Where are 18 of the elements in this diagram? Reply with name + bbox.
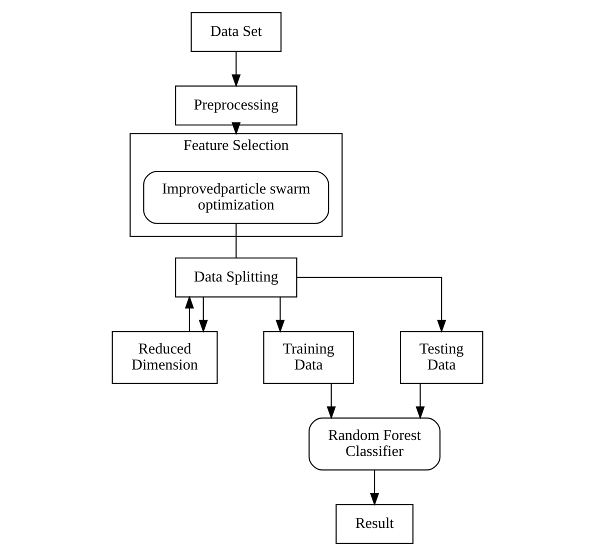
arrow — [326, 383, 336, 420]
node-box: Random Forest Classifier — [308, 417, 440, 470]
node-box: Improvedparticle swarm optimization — [143, 170, 330, 224]
node-box: Data Splitting — [175, 257, 298, 298]
node-box: Reduced Dimension — [112, 330, 218, 384]
arrow — [232, 52, 241, 88]
node-box: Result — [336, 504, 414, 544]
node-box: Data Set — [190, 12, 282, 52]
arrow — [276, 297, 285, 333]
node-box: Testing Data — [400, 330, 484, 384]
arrow — [232, 122, 241, 136]
arrow — [370, 470, 380, 506]
arrow — [296, 276, 446, 333]
arrow — [184, 295, 194, 332]
arrow — [198, 297, 208, 333]
node-box: Training Data — [263, 330, 354, 384]
arrow — [416, 383, 425, 420]
connector — [236, 224, 237, 258]
